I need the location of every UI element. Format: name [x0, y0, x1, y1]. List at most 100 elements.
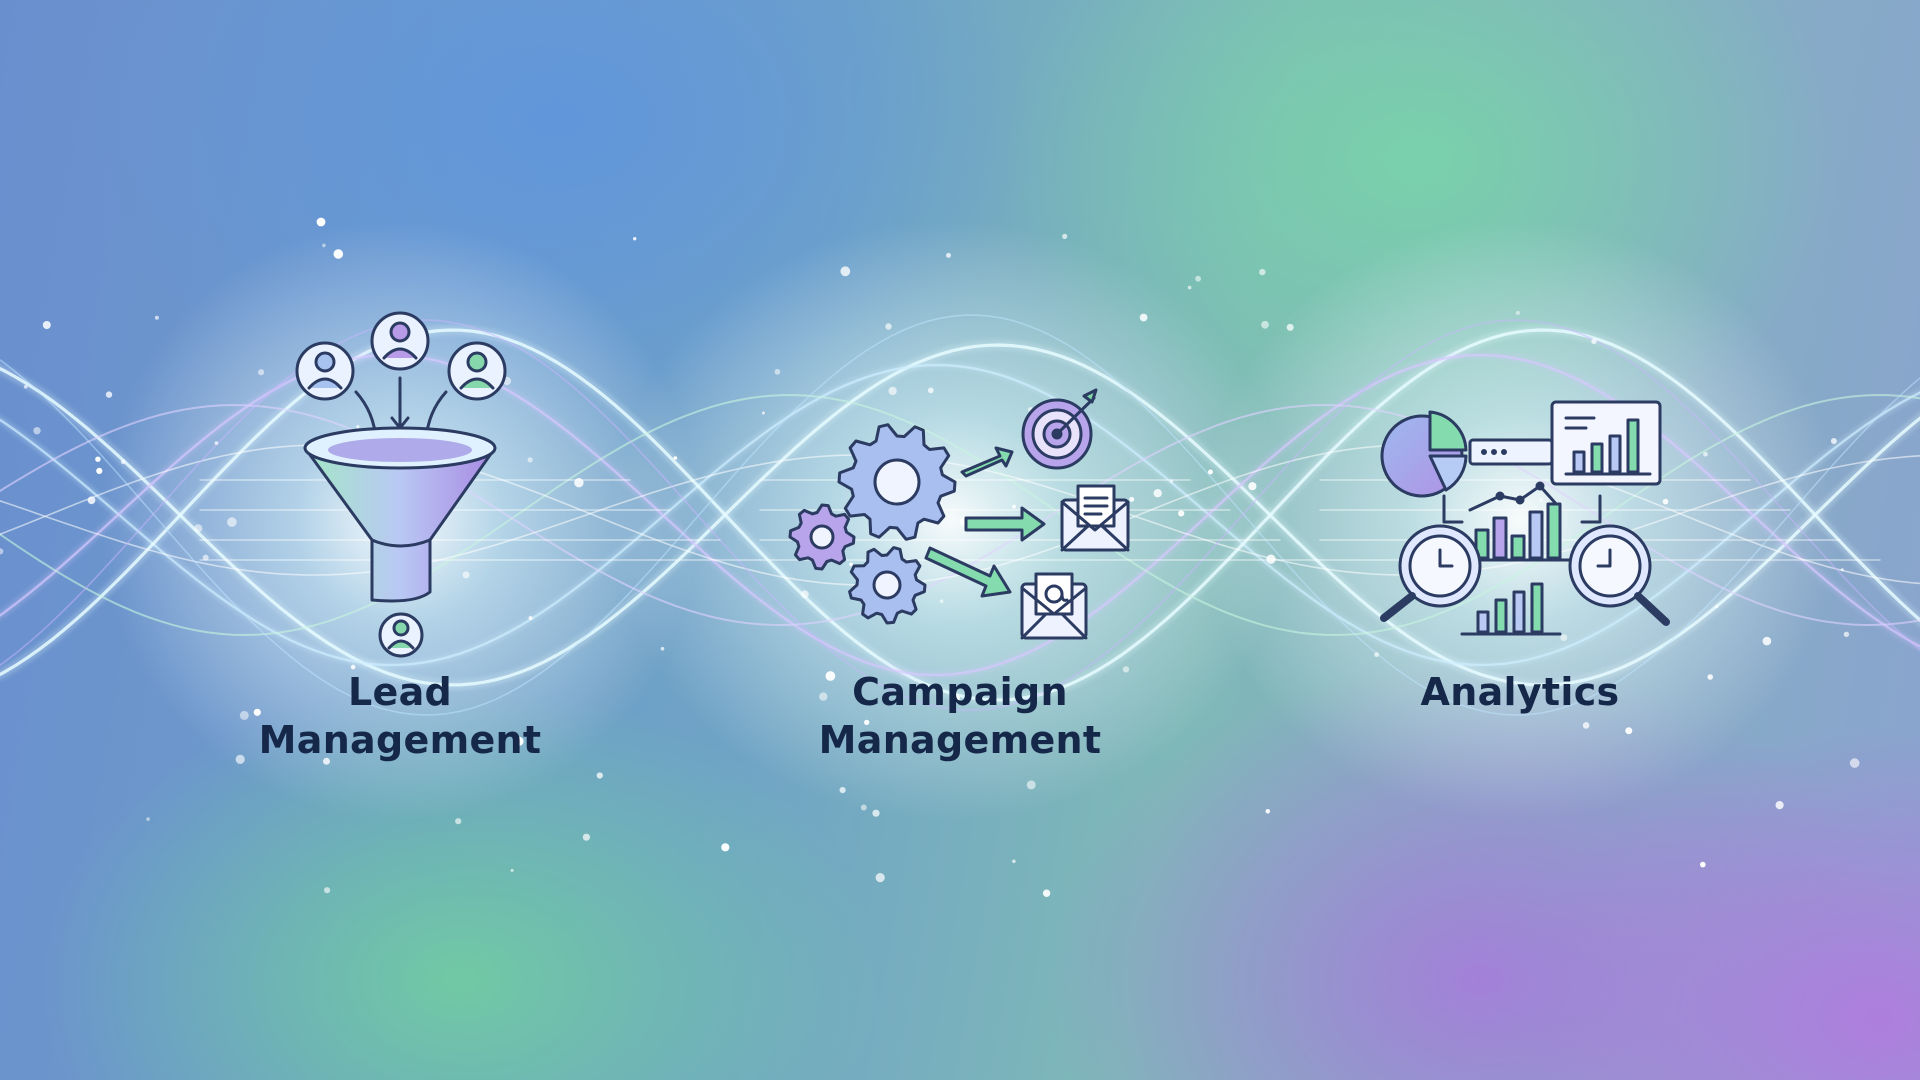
sparkle-dot [356, 425, 360, 429]
sparkle-dot [120, 459, 126, 465]
background-glows [100, 220, 1840, 820]
sparkle-dot [1700, 861, 1706, 868]
sparkle-dot [761, 411, 765, 415]
section-label-line: Campaign [852, 670, 1068, 714]
connector-line [1468, 438, 1554, 466]
user-icon [378, 612, 424, 658]
sparkle-dot [939, 599, 944, 604]
section-label-lead-management: Lead Management [240, 668, 560, 764]
sparkle-dot [1259, 268, 1266, 276]
sparkle-dot [1122, 666, 1130, 673]
clock-icon [1596, 548, 1612, 568]
sparkle-dot [1195, 275, 1201, 282]
funnel-icon [303, 426, 497, 603]
user-icon [370, 311, 430, 371]
sparkle-dot [825, 671, 836, 681]
campaign-icon-group [788, 388, 1130, 640]
sparkle-dot [214, 441, 219, 445]
arrow-icon [924, 446, 1046, 598]
sparkle-dot [1582, 722, 1590, 729]
sparkle-dot [872, 809, 880, 817]
sparkle-dot [95, 456, 101, 462]
sparkle-dot [154, 315, 159, 320]
sparkle-dot [514, 736, 524, 746]
sparkle-dot [1012, 504, 1016, 509]
sparkle-dot [885, 323, 892, 330]
sparkle-dot [528, 616, 533, 621]
sparkle-dot [316, 217, 326, 227]
sparkle-dot [1261, 320, 1269, 329]
sparkle-dot [596, 772, 603, 779]
sparkle-dot [633, 237, 637, 241]
sparkle-dot [42, 321, 51, 329]
light-wave-line [0, 393, 1920, 637]
sparkle-dot [146, 817, 150, 821]
sparkle-dot [1703, 451, 1708, 457]
sparkle-dot [1560, 634, 1568, 642]
sparkle-dot [1266, 554, 1276, 564]
sparkle-dot [202, 554, 209, 561]
sparkle-dot [660, 646, 665, 651]
sparkle-dot [96, 467, 103, 474]
lead-icon-group [295, 311, 507, 658]
light-wave-line [0, 314, 1920, 716]
sparkle-dot [1129, 496, 1135, 502]
section-label-line: Lead [347, 670, 453, 714]
sparkle-dot [1042, 889, 1051, 897]
sparkle-dot [227, 517, 237, 527]
sparkle-dot [1714, 604, 1719, 609]
sparkle-dot [527, 457, 533, 463]
sparkle-dot [1248, 482, 1257, 491]
sparkle-dot [875, 873, 885, 883]
sparkle-dot [510, 868, 514, 872]
sparkle-dot [1591, 338, 1597, 344]
target-icon [1021, 388, 1098, 470]
sparkle-dot [1843, 631, 1850, 637]
sparkle-dot [673, 456, 678, 460]
bar-chart-icon [1550, 400, 1662, 486]
sparkle-dot [1208, 469, 1213, 475]
sparkle-dot [1178, 510, 1185, 517]
sparkle-dot [574, 478, 584, 488]
analytics-icon-group [1380, 400, 1670, 636]
sparkle-dot [1775, 801, 1784, 810]
sparkle-dot [1625, 727, 1633, 735]
magnifier-icon [1568, 524, 1670, 626]
section-label-line: Management [818, 718, 1102, 762]
gear-icon [788, 503, 856, 571]
sparkle-dot [455, 818, 462, 825]
sparkle-dot [0, 548, 4, 555]
sparkle-dot [927, 387, 934, 394]
sparkle-dot [839, 787, 846, 794]
gear-icon [837, 423, 957, 541]
section-label-campaign-management: Campaign Management [790, 668, 1130, 764]
sparkle-dot [1153, 489, 1162, 498]
sparkle-dot [951, 693, 960, 703]
sparkle-dot [888, 386, 897, 396]
sparkle-dot [849, 562, 853, 567]
sparkle-dot [582, 833, 591, 841]
sparkle-dot [253, 708, 261, 716]
email-at-icon [1020, 572, 1088, 640]
user-icon [447, 341, 507, 401]
sparkle-dot [774, 368, 781, 375]
sparkle-dot [1012, 859, 1016, 864]
sparkle-dot [860, 804, 867, 811]
sparkle-dot [1762, 636, 1772, 646]
user-icon [295, 341, 355, 401]
sparkle-dot [721, 843, 730, 852]
sparkle-dot [819, 692, 828, 701]
sparkle-dot [324, 887, 331, 894]
sparkle-dot [1662, 498, 1669, 505]
sparkle-dot [322, 243, 326, 248]
sparkle-dot [840, 266, 851, 277]
sparkle-dot [1286, 323, 1294, 331]
sparkle-dot [1830, 438, 1837, 444]
sparkle-dot [105, 391, 113, 398]
sparkle-dot [23, 384, 28, 389]
sparkle-dot [87, 496, 96, 505]
sparkle-dot [462, 571, 470, 579]
gear-icon [848, 546, 927, 625]
